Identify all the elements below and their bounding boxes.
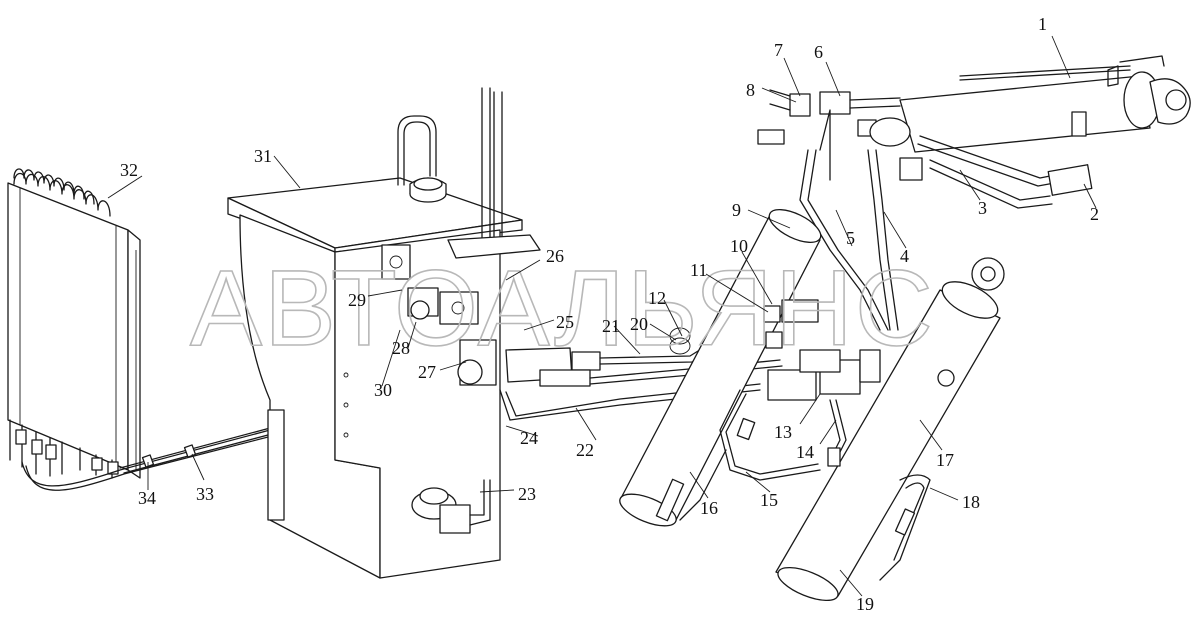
valve-block-13-14: [719, 299, 881, 481]
hydraulic-tank: [227, 87, 541, 579]
callout-32: 32: [120, 160, 138, 180]
callout-11: 11: [690, 260, 707, 280]
oil-cooler-radiator: [7, 168, 141, 479]
callout-23: 23: [518, 484, 536, 504]
callout-7: 7: [774, 40, 783, 60]
callout-20: 20: [630, 314, 648, 334]
callout-22: 22: [576, 440, 594, 460]
callout-13: 13: [774, 422, 792, 442]
callout-27: 27: [418, 362, 436, 382]
callout-3: 3: [978, 198, 987, 218]
callout-4: 4: [900, 246, 909, 266]
callout-26: 26: [546, 246, 564, 266]
callout-29: 29: [348, 290, 366, 310]
callout-33: 33: [196, 484, 214, 504]
callout-18: 18: [962, 492, 980, 512]
callout-28: 28: [392, 338, 410, 358]
callout-1: 1: [1038, 14, 1047, 34]
callout-2: 2: [1090, 204, 1099, 224]
callout-24: 24: [520, 428, 538, 448]
callout-numbers: 1 2 3 4 5 6 7 8 9 10 11 12 13 14 15 16 1…: [120, 14, 1099, 614]
callout-34: 34: [138, 488, 156, 508]
callout-15: 15: [760, 490, 778, 510]
callout-9: 9: [732, 200, 741, 220]
callout-6: 6: [814, 42, 823, 62]
callout-14: 14: [796, 442, 814, 462]
cylinder-9-16: [619, 209, 822, 527]
leader-lines: [107, 35, 1097, 597]
callout-17: 17: [936, 450, 954, 470]
callout-12: 12: [648, 288, 666, 308]
cylinder-17-19: [775, 257, 1005, 602]
callout-16: 16: [700, 498, 718, 518]
lift-cylinder-1: [757, 55, 1191, 331]
callout-10: 10: [730, 236, 748, 256]
callout-5: 5: [846, 228, 855, 248]
callout-19: 19: [856, 594, 874, 614]
callout-25: 25: [556, 312, 574, 332]
callout-30: 30: [374, 380, 392, 400]
callout-8: 8: [746, 80, 755, 100]
callout-21: 21: [602, 316, 620, 336]
callout-31: 31: [254, 146, 272, 166]
watermark-text: АВТОАЛЬЯНС: [190, 247, 935, 368]
